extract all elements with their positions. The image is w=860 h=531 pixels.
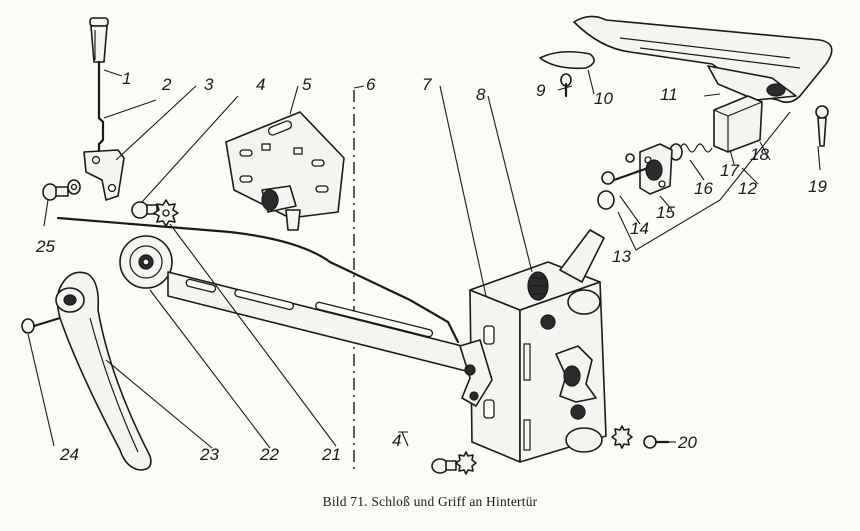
- part-7-lock-body: [469, 229, 607, 463]
- callout-14: 14: [630, 219, 649, 238]
- part-20-screw-right: [611, 425, 670, 449]
- part-15-lock-cylinder: [639, 143, 673, 195]
- callout-25: 25: [35, 237, 55, 256]
- callout-20: 20: [677, 433, 697, 452]
- part-operating-lever: [459, 339, 493, 407]
- callout-16: 16: [694, 179, 713, 198]
- callout-2: 2: [161, 75, 172, 94]
- part-4-screw-top: [131, 201, 158, 219]
- part-23-inner-handle: [55, 271, 152, 471]
- part-14-pushrod-screw: [601, 153, 650, 185]
- part-25-screw-washer: [42, 179, 81, 201]
- part-2-linkage-rod: [97, 100, 105, 154]
- part-remote-rod: [56, 216, 460, 344]
- callout-3: 3: [204, 75, 214, 94]
- part-21-star-washer: [153, 199, 179, 227]
- part-4-screw-bottom: [431, 451, 477, 475]
- callout-4-bottom: 4: [392, 431, 401, 450]
- part-24-handle-screw: [21, 316, 62, 334]
- part-10-cover-plate: [539, 50, 595, 70]
- callout-19: 19: [808, 177, 827, 196]
- part-1-lock-knob: [89, 17, 109, 104]
- part-17-button-housing: [713, 95, 763, 153]
- part-19-screw: [815, 105, 829, 147]
- callout-1: 1: [122, 69, 131, 88]
- callout-labels: 1 2 3 4 5 6 7 8 9 10 11 12 13 14 15 16 1…: [35, 69, 827, 464]
- callout-9: 9: [536, 81, 546, 100]
- callout-4: 4: [256, 75, 265, 94]
- callout-15: 15: [656, 203, 675, 222]
- callout-17: 17: [720, 161, 739, 180]
- part-5-mounting-bracket: [225, 111, 345, 231]
- leader-lines: [27, 69, 821, 449]
- callout-21: 21: [321, 445, 341, 464]
- callout-24: 24: [59, 445, 79, 464]
- callout-6: 6: [366, 75, 376, 94]
- callout-10: 10: [594, 89, 613, 108]
- callout-18: 18: [750, 145, 769, 164]
- callout-5: 5: [302, 75, 312, 94]
- part-guide-rail: [167, 271, 471, 373]
- callout-7: 7: [422, 75, 432, 94]
- callout-12: 12: [738, 179, 757, 198]
- part-13-push-button: [597, 190, 615, 210]
- part-9-screw: [560, 73, 572, 98]
- callout-13: 13: [612, 247, 631, 266]
- callout-11: 11: [660, 85, 678, 104]
- part-22-rosette: [119, 235, 173, 289]
- callout-22: 22: [259, 445, 279, 464]
- part-8-spindle: [527, 271, 549, 301]
- part-11-outer-handle: [573, 15, 833, 104]
- callout-23: 23: [199, 445, 219, 464]
- part-16-spring: [669, 143, 713, 161]
- part-3-lever-plate: [83, 149, 125, 201]
- figure-caption: Bild 71. Schloß und Griff an Hintertür: [322, 494, 538, 509]
- callout-8: 8: [476, 85, 486, 104]
